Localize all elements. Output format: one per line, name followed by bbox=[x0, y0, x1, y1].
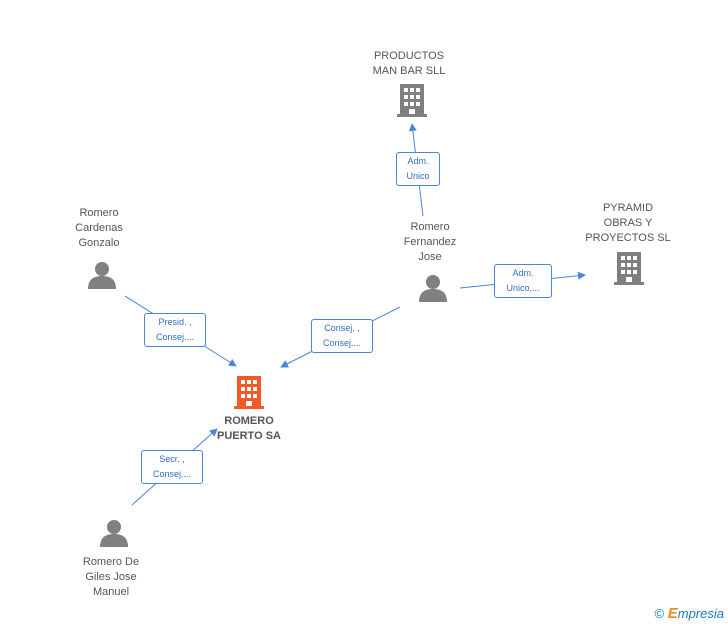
role-box-adm-unico-productos[interactable]: Adm. Unico bbox=[396, 152, 440, 186]
brand-name: mpresia bbox=[677, 606, 724, 621]
node-label-romero-de-giles[interactable]: Romero De Giles Jose Manuel bbox=[82, 556, 140, 598]
node-label-romero-fernandez[interactable]: Romero Fernandez Jose bbox=[403, 221, 457, 263]
copyright-symbol: © bbox=[654, 606, 665, 621]
node-label-romero-cardenas[interactable]: Romero Cardenas Gonzalo bbox=[75, 207, 123, 249]
building-icon bbox=[614, 252, 644, 285]
person-icon bbox=[100, 520, 128, 547]
node-label-pyramid-obras[interactable]: PYRAMID OBRAS Y PROYECTOS SL bbox=[585, 202, 671, 244]
person-icon bbox=[419, 275, 447, 302]
role-box-adm-unico-pyramid[interactable]: Adm. Unico,... bbox=[494, 264, 552, 298]
role-box-consej-consej[interactable]: Consej. , Consej.... bbox=[311, 319, 373, 353]
node-label-romero-puerto[interactable]: ROMERO PUERTO SA bbox=[217, 415, 281, 442]
building-icon bbox=[234, 376, 264, 409]
role-box-presid-consej[interactable]: Presid. , Consej.... bbox=[144, 313, 206, 347]
brand-logo-initial: E bbox=[667, 605, 678, 622]
empresia-brand[interactable]: © Empresia bbox=[655, 605, 724, 622]
node-label-productos-man-bar[interactable]: PRODUCTOS MAN BAR SLL bbox=[372, 50, 446, 77]
person-icon bbox=[88, 262, 116, 289]
building-icon bbox=[397, 84, 427, 117]
role-box-secr-consej[interactable]: Secr. , Consej.... bbox=[141, 450, 203, 484]
